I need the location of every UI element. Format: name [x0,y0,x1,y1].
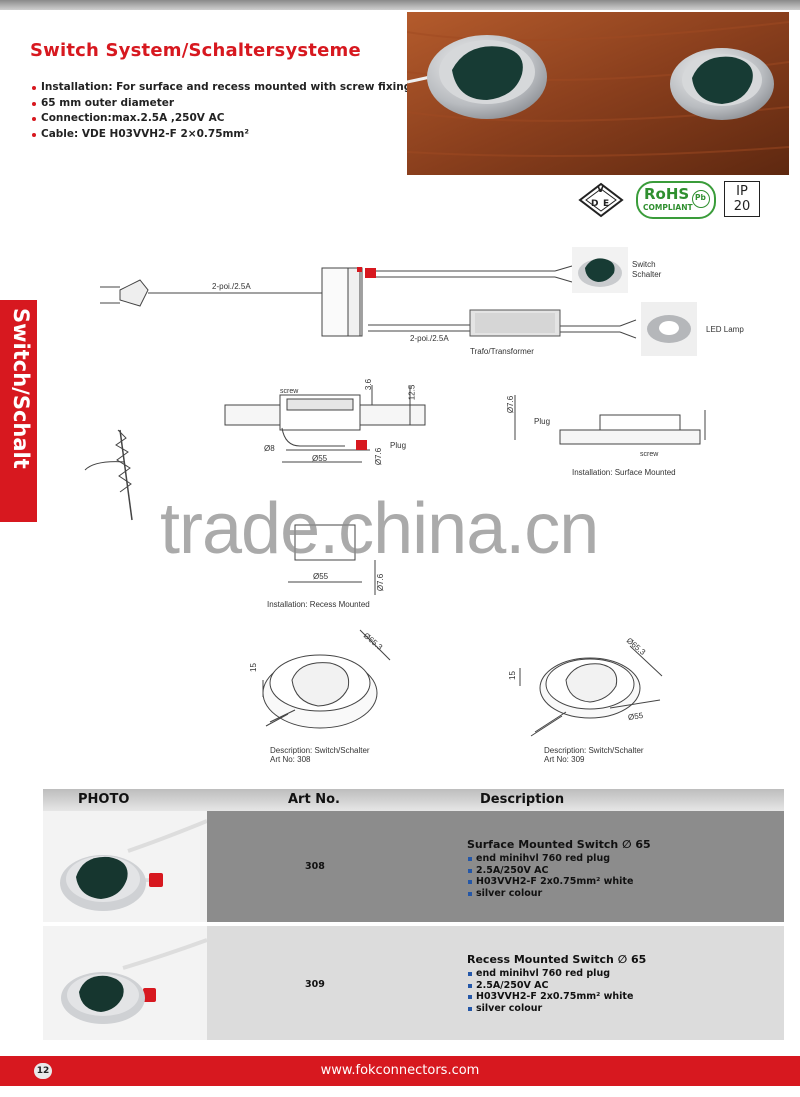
description-title: Surface Mounted Switch ∅ 65 [467,838,651,851]
trafo-label: Trafo/Transformer [470,347,534,356]
header-description: Description [480,792,565,807]
dim-label: Ø7.6 [374,447,384,466]
watermark: trade.china.cn [160,489,599,569]
description-bullet: end minihvl 760 red plug [467,968,646,980]
ip-rating-badge: IP 20 [724,181,760,217]
header-photo: PHOTO [78,792,130,807]
product-thumbnail [43,811,208,922]
rohs-title: RoHS [644,185,690,203]
recess-caption: Installation: Recess Mounted [267,600,370,609]
cable-label-2: 2-poi./2.5A [410,334,449,343]
surface-caption: Installation: Surface Mounted [572,468,676,477]
dim-label: Ø7.6 [506,395,516,414]
table-row: 309 Recess Mounted Switch ∅ 65 end minih… [43,926,784,1040]
plug-label: Plug [390,441,407,450]
row-description: Surface Mounted Switch ∅ 65 end minihvl … [467,838,651,899]
art-309-label: Art No: 309 [544,755,585,764]
table-row: 308 Surface Mounted Switch ∅ 65 end mini… [43,811,784,922]
spec-item: Connection:max.2.5A ,250V AC [32,111,411,127]
cable-label-1: 2-poi./2.5A [212,282,251,291]
description-bullet: 2.5A/250V AC [467,980,646,992]
vde-d: D [591,199,599,209]
product-photo [407,12,789,175]
row-info: 308 Surface Mounted Switch ∅ 65 end mini… [207,811,784,922]
website-link[interactable]: www.fokconnectors.com [320,1063,480,1078]
pb-free-icon [692,190,710,208]
description-title: Recess Mounted Switch ∅ 65 [467,953,647,966]
dim-label: 3.6 [364,378,374,391]
product-thumbnail [43,926,208,1040]
dim-label: Ø7.6 [376,573,386,592]
schalter-label: Schalter [632,270,662,279]
vde-e: E [603,199,610,209]
dim-label: 15 [248,663,258,672]
dim-label: 15 [507,671,517,680]
ip-value: 20 [733,199,751,214]
page-number: 12 [34,1063,52,1079]
spec-item: Installation: For surface and recess mou… [32,80,411,96]
description-bullet: silver colour [467,888,651,900]
ip-label: IP [736,184,748,199]
description-bullet: 2.5A/250V AC [467,865,651,877]
art-number: 308 [305,861,325,872]
row-info: 309 Recess Mounted Switch ∅ 65 end minih… [207,926,784,1040]
spec-item: 65 mm outer diameter [32,96,411,112]
spec-item: Cable: VDE H03VVH2-F 2×0.75mm² [32,127,411,143]
dim-label: Ø55 [312,454,328,463]
bottom-margin [0,1086,800,1097]
description-bullet: H03VVH2-F 2x0.75mm² white [467,991,646,1003]
art-308-label: Art No: 308 [270,755,311,764]
top-bar [0,0,800,10]
page-title: Switch System/Schaltersysteme [30,40,361,61]
dim-label: 12.5 [407,384,417,401]
rohs-sub: COMPLIANT [643,203,693,212]
description-bullet: silver colour [467,1003,646,1015]
footer-bar: 12 www.fokconnectors.com [0,1056,800,1086]
desc-309-label: Description: Switch/Schalter [544,746,644,755]
description-bullet: H03VVH2-F 2x0.75mm² white [467,876,651,888]
table-header: PHOTO Art No. Description [43,789,784,811]
row-description: Recess Mounted Switch ∅ 65 end minihvl 7… [467,953,646,1014]
vde-mark: V D E [578,182,624,222]
plug-label: Plug [534,417,551,426]
screw-label: screw [640,451,659,458]
rohs-pb: Pb [695,193,706,202]
vde-v: V [597,185,604,195]
rohs-badge: RoHS COMPLIANT Pb [636,181,716,219]
dim-label: Ø55 [313,572,329,581]
art-number: 309 [305,979,325,990]
spec-list: Installation: For surface and recess mou… [32,80,411,142]
led-lamp-label: LED Lamp [706,325,744,334]
desc-308-label: Description: Switch/Schalter [270,746,370,755]
section-side-tab: Switch/Schalt [0,300,37,522]
description-bullet: end minihvl 760 red plug [467,853,651,865]
header-art-no: Art No. [288,792,340,807]
switch-label: Switch [632,260,656,269]
technical-diagram [84,247,706,737]
screw-label: screw [280,388,299,395]
dim-label: Ø8 [264,444,275,453]
